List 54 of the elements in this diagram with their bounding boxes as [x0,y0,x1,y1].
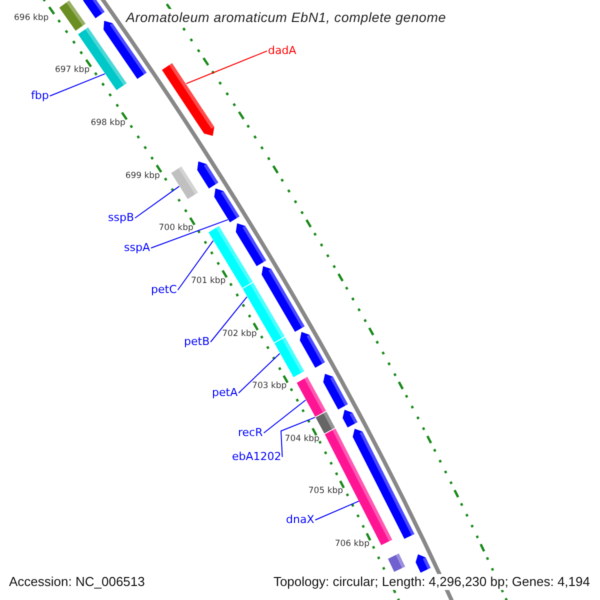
leader-line [263,400,306,434]
gene-block [298,330,326,369]
gene-label: sspB [108,211,134,225]
gene-block [414,553,432,574]
scale-label: 706 kbp [334,538,370,549]
info-text: Accession: NC_006513 [7,574,147,590]
leader-line [238,353,280,394]
gene-block [296,376,328,418]
scale-label: 697 kbp [54,65,90,76]
gene-block [196,160,220,190]
scale-label: 698 kbp [90,118,126,128]
scale-label: 704 kbp [284,434,320,444]
gene-label: recR [238,426,263,440]
gene-block [260,265,306,333]
gene-block [242,281,286,344]
leader-line [134,186,180,218]
gene-label: fbp [31,89,49,103]
gene-label: dnaX [286,513,314,527]
gene-block [314,410,336,435]
gene-block [170,165,200,200]
gene-label: ebA1202 [232,450,282,464]
scale-label: 703 kbp [252,381,287,392]
gene-block [342,408,359,429]
scale-label: 705 kbp [308,486,344,496]
gene-block [76,26,128,92]
gene-block [324,427,394,546]
gene-block [234,222,268,268]
info-text: Topology: circular; Length: 4,296,230 bp; Genes: 4,194 [271,574,592,590]
gene-block [213,187,241,224]
leader-line [280,416,316,458]
gene-block [58,0,87,32]
leader-line [314,500,360,520]
gene-block [160,62,216,137]
gene-block [207,224,254,290]
gene-block [352,428,416,540]
gene-label: petC [151,283,177,297]
gene-block [386,552,406,573]
leader-line [177,240,214,290]
gene-block [322,372,350,411]
gene-block [82,0,106,20]
leader-line [150,219,228,248]
gene-label: sspA [124,241,150,255]
leader-line [210,296,248,342]
gene-label: petA [212,386,238,400]
leader-line [49,73,106,96]
scale-label: 699 kbp [125,170,160,181]
leader-line [186,50,268,84]
gene-label: petB [184,335,210,349]
scale-label: 696 kbp [14,12,49,23]
scale-label: 702 kbp [222,328,257,339]
scale-label: 700 kbp [158,223,194,234]
scale-label: 701 kbp [191,276,226,286]
gene-label: dadA [268,44,296,58]
gene-block [273,336,306,378]
